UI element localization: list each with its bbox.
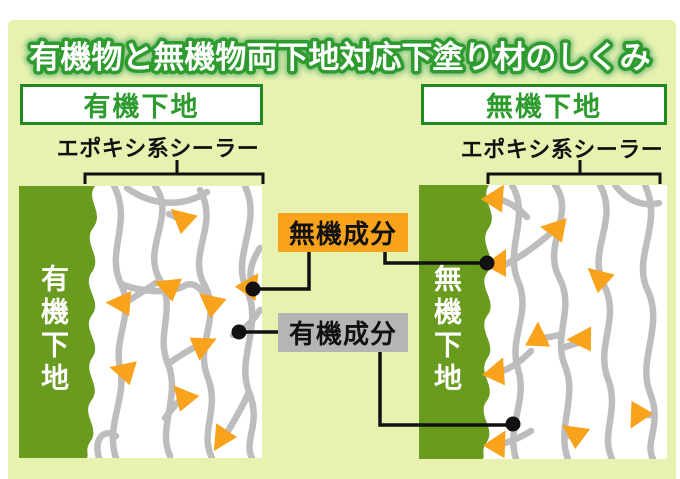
organic-substrate-vertical-label: 有機下地 [38,264,69,396]
inorganic-substrate-heading: 無機下地 [421,84,667,125]
sealer-label-left: エポキシ系シーラー [56,136,260,161]
sealer-label-right: エポキシ系シーラー [460,137,664,162]
title-banner: 有機物と無機物両下地対応下塗り材のしくみ 有機物と無機物両下地対応下塗り材のしく… [22,33,657,82]
page-title-glow: 有機物と無機物両下地対応下塗り材のしくみ [29,40,650,75]
inorganic-component-callout: 無機成分 [278,213,408,252]
inorganic-substrate-vertical-label: 無機下地 [431,264,462,396]
page-title: 有機物と無機物両下地対応下塗り材のしくみ [29,40,650,75]
organic-substrate-heading: 有機下地 [20,84,263,125]
organic-component-callout: 有機成分 [278,313,408,352]
organic-substrate-illustration [19,186,262,458]
organic-substrate-bar [19,186,97,458]
